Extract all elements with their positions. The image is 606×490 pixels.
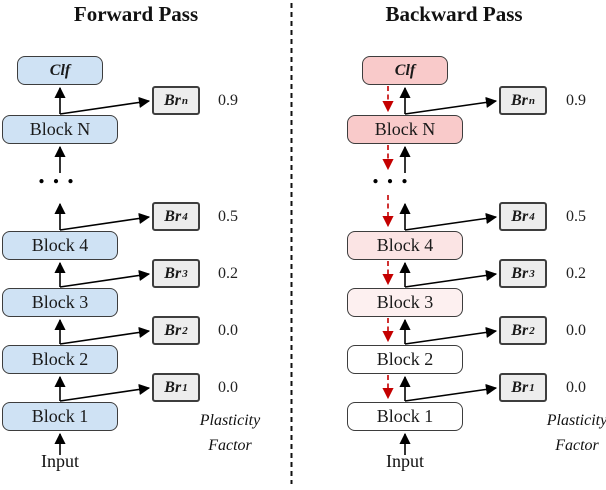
plasticity-value-brn: 0.9	[566, 92, 586, 109]
branch-arrow-block3-to-br3	[59, 269, 151, 288]
plasticity-line1: Plasticity	[199, 412, 261, 429]
forward-block-3: Block 3	[2, 288, 118, 317]
clf-label: Clf	[394, 61, 416, 79]
branch-label: Br	[510, 91, 528, 109]
branch-subscript: 2	[182, 324, 188, 337]
branch-label: Br	[511, 207, 529, 225]
branch-label: Br	[164, 321, 182, 339]
branch-label: Br	[163, 91, 181, 109]
backward-block-4: Block 4	[347, 231, 463, 260]
block-label: Block 1	[376, 406, 434, 426]
backward-ellipsis: ...	[372, 160, 416, 189]
block-label: Block N	[374, 119, 436, 139]
backward-clf-block: Clf	[362, 56, 448, 85]
backward-block-2: Block 2	[347, 345, 463, 374]
plasticity-factor-label: Plasticity Factor	[527, 408, 606, 458]
plasticity-value-br1: 0.0	[566, 379, 586, 396]
plasticity-value-brn: 0.9	[218, 92, 238, 109]
forward-branch-arrows	[59, 96, 151, 402]
branch-arrow-block2-to-br2	[59, 326, 151, 345]
branch-label: Br	[511, 264, 529, 282]
clf-label: Clf	[49, 61, 71, 79]
plasticity-line2: Factor	[208, 437, 252, 454]
forward-clf-block: Clf	[17, 56, 103, 85]
backward-branch-arrows	[404, 96, 498, 402]
branch-label: Br	[164, 264, 182, 282]
block-label: Block 1	[31, 406, 89, 426]
forward-block-n: Block N	[2, 115, 118, 144]
branch-subscript: n	[528, 94, 536, 107]
block-label: Block 4	[31, 235, 89, 255]
branch-subscript: 4	[182, 210, 188, 223]
branch-subscript: 4	[529, 210, 535, 223]
block-label: Block 3	[376, 292, 434, 312]
branch-arrow-block2-to-br2	[404, 326, 498, 345]
branch-arrow-block1-to-br1	[59, 383, 151, 402]
plasticity-value-br2: 0.0	[566, 322, 586, 339]
plasticity-value-br4: 0.5	[566, 208, 586, 225]
branch-label: Br	[511, 321, 529, 339]
backward-block-n: Block N	[347, 115, 463, 144]
branch-subscript: n	[181, 94, 189, 107]
plasticity-factor-label: Plasticity Factor	[180, 408, 280, 458]
branch-arrow-block4-to-br4	[59, 212, 151, 231]
block-label: Block N	[29, 119, 91, 139]
forward-input-label: Input	[41, 451, 79, 471]
plasticity-line1: Plasticity	[546, 412, 606, 429]
branch-subscript: 1	[182, 381, 188, 394]
block-label: Block 4	[376, 235, 434, 255]
branch-arrow-blockN-to-brn	[59, 96, 151, 115]
branch-arrow-block4-to-br4	[404, 212, 498, 231]
block-label: Block 3	[31, 292, 89, 312]
forward-pass-title: Forward Pass	[73, 2, 199, 26]
branch-arrow-block1-to-br1	[404, 383, 498, 402]
branch-arrow-blockN-to-brn	[404, 96, 498, 115]
plasticity-line2: Factor	[555, 437, 599, 454]
forward-block-1: Block 1	[2, 402, 118, 431]
plasticity-value-br1: 0.0	[218, 379, 238, 396]
plasticity-value-br3: 0.2	[566, 265, 586, 282]
block-label: Block 2	[31, 349, 89, 369]
backward-block-3: Block 3	[347, 288, 463, 317]
plasticity-value-br2: 0.0	[218, 322, 238, 339]
backward-pass-title: Backward Pass	[385, 2, 523, 26]
branch-arrow-block3-to-br3	[404, 269, 498, 288]
plasticity-value-br4: 0.5	[218, 208, 238, 225]
forward-block-4: Block 4	[2, 231, 118, 260]
forward-block-2: Block 2	[2, 345, 118, 374]
forward-ellipsis: ...	[38, 160, 82, 189]
branch-label: Br	[511, 378, 529, 396]
branch-label: Br	[164, 378, 182, 396]
backward-block-1: Block 1	[347, 402, 463, 431]
plasticity-value-br3: 0.2	[218, 265, 238, 282]
branch-subscript: 3	[529, 267, 535, 280]
branch-label: Br	[164, 207, 182, 225]
block-label: Block 2	[376, 349, 434, 369]
backward-input-label: Input	[386, 451, 424, 471]
branch-subscript: 3	[182, 267, 188, 280]
branch-subscript: 1	[529, 381, 535, 394]
branch-subscript: 2	[529, 324, 535, 337]
